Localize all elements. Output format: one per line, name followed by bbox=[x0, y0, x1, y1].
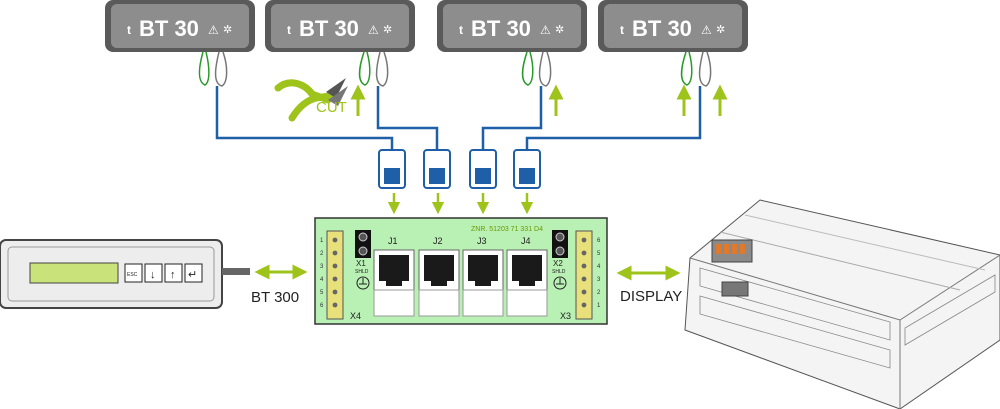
defrost-icon: ✲ bbox=[383, 24, 392, 36]
warning-icon: ⚠ bbox=[540, 23, 551, 37]
rj-plug-2 bbox=[423, 149, 451, 189]
svg-text:5: 5 bbox=[320, 290, 324, 296]
terminal-block-right-screws bbox=[581, 237, 587, 308]
svg-text:1: 1 bbox=[597, 303, 601, 309]
enter-key bbox=[184, 263, 203, 283]
controller-unit bbox=[684, 199, 1000, 409]
svg-text:2: 2 bbox=[597, 290, 601, 296]
cables bbox=[215, 86, 702, 150]
svg-text:↵: ↵ bbox=[188, 269, 197, 281]
controller-connector-2 bbox=[721, 281, 749, 297]
esc-key bbox=[124, 263, 143, 283]
controller-terminals bbox=[699, 267, 996, 369]
shield-text-left: SHLD bbox=[355, 269, 369, 275]
terminal-block-right bbox=[575, 230, 593, 320]
svg-text:6: 6 bbox=[320, 303, 324, 309]
shield-text-right: SHLD bbox=[552, 269, 566, 275]
svg-text:5: 5 bbox=[597, 251, 601, 257]
rj-plugs bbox=[378, 149, 541, 189]
wire-loops bbox=[198, 51, 712, 87]
svg-text:3: 3 bbox=[597, 277, 601, 283]
cut-label: CUT bbox=[316, 99, 347, 116]
display-model-label: BT 30 bbox=[139, 16, 199, 41]
display-model-label: BT 30 bbox=[632, 16, 692, 41]
svg-text:↑: ↑ bbox=[170, 269, 176, 281]
handheld-terminal: ESC ↓ ↑ ↵ bbox=[0, 239, 250, 309]
svg-text:1: 1 bbox=[320, 238, 324, 244]
display-symbol: t bbox=[620, 23, 624, 37]
warning-icon: ⚠ bbox=[368, 23, 379, 37]
rj-plug-3 bbox=[469, 149, 497, 189]
handheld-keypad: ESC ↓ ↑ ↵ bbox=[124, 263, 203, 283]
display-symbol: t bbox=[127, 23, 131, 37]
handheld-cable bbox=[222, 268, 250, 275]
left-pin-numbers: 1 2 3 4 5 6 bbox=[320, 238, 324, 309]
svg-text:2: 2 bbox=[320, 251, 324, 257]
cutter-pliers-icon bbox=[274, 78, 348, 122]
controller-connector bbox=[711, 239, 753, 263]
jack-j3: J3 bbox=[462, 236, 504, 317]
svg-text:3: 3 bbox=[320, 264, 324, 270]
warning-icon: ⚠ bbox=[208, 23, 219, 37]
jack-label: J2 bbox=[433, 236, 443, 246]
up-arrows bbox=[350, 84, 728, 116]
display-symbol: t bbox=[287, 23, 291, 37]
bt30-display-2: t BT 30 ⚠ ✲ bbox=[265, 0, 415, 52]
svg-text:4: 4 bbox=[597, 264, 601, 270]
left-link-label: BT 300 bbox=[251, 289, 299, 306]
shield-label-left: X1 bbox=[356, 259, 366, 268]
jack-label: J3 bbox=[477, 236, 487, 246]
board-part-number: ZNR. 51203 71 331 D4 bbox=[471, 226, 543, 233]
terminal-label-right: X3 bbox=[560, 311, 571, 321]
display-symbol: t bbox=[459, 23, 463, 37]
down-key bbox=[144, 263, 163, 283]
rj-plug-1 bbox=[378, 149, 406, 189]
svg-text:ESC: ESC bbox=[127, 272, 138, 278]
svg-text:6: 6 bbox=[597, 238, 601, 244]
terminal-block-left bbox=[326, 230, 344, 320]
down-arrows bbox=[387, 193, 534, 215]
svg-text:4: 4 bbox=[320, 277, 324, 283]
defrost-icon: ✲ bbox=[555, 24, 564, 36]
display-model-label: BT 30 bbox=[471, 16, 531, 41]
warning-icon: ⚠ bbox=[701, 23, 712, 37]
bt30-display-1: t BT 30 ⚠ ✲ bbox=[105, 0, 255, 52]
jack-j1: J1 bbox=[373, 236, 415, 317]
shield-label-right: X2 bbox=[553, 259, 563, 268]
ground-icon-right bbox=[553, 276, 567, 290]
right-link-label: DISPLAY bbox=[620, 288, 682, 305]
display-model-label: BT 30 bbox=[299, 16, 359, 41]
up-key bbox=[164, 263, 183, 283]
bt30-display-3: t BT 30 ⚠ ✲ bbox=[437, 0, 587, 52]
right-pin-numbers: 6 5 4 3 2 1 bbox=[597, 238, 601, 309]
jack-label: J4 bbox=[521, 236, 531, 246]
jack-j4: J4 bbox=[506, 236, 548, 317]
jack-j2: J2 bbox=[418, 236, 460, 317]
bt30-display-4: t BT 30 ⚠ ✲ bbox=[598, 0, 748, 52]
ground-icon-left bbox=[356, 276, 370, 290]
jack-label: J1 bbox=[388, 236, 398, 246]
svg-text:↓: ↓ bbox=[150, 269, 156, 281]
rj-plug-4 bbox=[513, 149, 541, 189]
handheld-lcd bbox=[29, 262, 119, 284]
distribution-board: ZNR. 51203 71 331 D4 1 2 3 4 5 6 X4 6 5 … bbox=[314, 217, 608, 325]
terminal-block-left-screws bbox=[332, 237, 338, 308]
defrost-icon: ✲ bbox=[223, 24, 232, 36]
defrost-icon: ✲ bbox=[716, 24, 725, 36]
terminal-label-left: X4 bbox=[350, 311, 361, 321]
